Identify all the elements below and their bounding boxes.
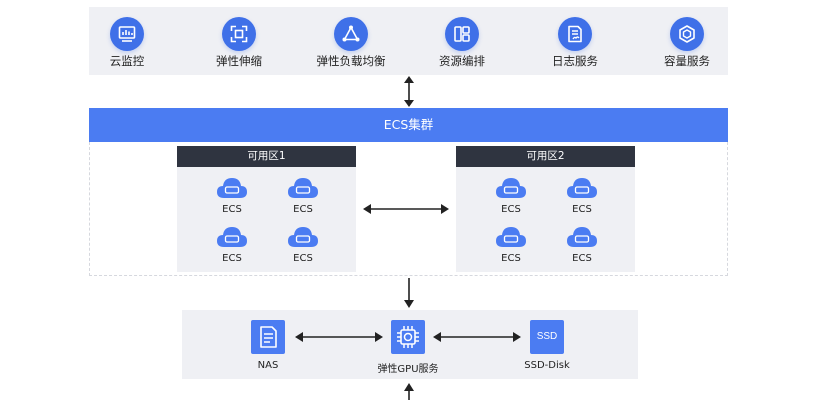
ecs-cloud-icon [288, 227, 318, 247]
ecs-cloud-icon [567, 227, 597, 247]
nas-service[interactable]: NAS [213, 310, 323, 379]
ecs-label: ECS [501, 253, 521, 264]
service-label: 日志服务 [552, 54, 598, 68]
service-cloud-monitor[interactable]: 云监控 [77, 7, 177, 75]
gpu-ssd-arrow [433, 332, 521, 342]
service-label: 云监控 [109, 54, 145, 68]
availability-zone-2: 可用区2 ECS ECS ECS ECS [456, 146, 635, 272]
ecs-instance[interactable]: ECS [481, 223, 541, 267]
scale-expand-icon [222, 17, 256, 51]
bottom-continuation-arrow [404, 383, 414, 400]
ecs-cloud-icon [496, 178, 526, 198]
ecs-instance[interactable]: ECS [552, 223, 612, 267]
ecs-cloud-icon [496, 227, 526, 247]
ecs-label: ECS [222, 253, 242, 264]
services-cluster-arrow [404, 76, 414, 107]
ecs-instance[interactable]: ECS [202, 174, 262, 218]
ecs-instance[interactable]: ECS [552, 174, 612, 218]
service-label: 资源编排 [439, 54, 485, 68]
ecs-cloud-icon [288, 178, 318, 198]
capacity-cube-icon [670, 17, 704, 51]
service-label: 弹性负载均衡 [316, 54, 386, 68]
ecs-cloud-icon [567, 178, 597, 198]
service-resource-orchestration[interactable]: 资源编排 [412, 7, 512, 75]
ssd-icon-text: SSD [536, 331, 558, 342]
load-balance-icon [334, 17, 368, 51]
storage-label: SSD-Disk [524, 360, 570, 371]
ecs-cluster-header: ECS集群 [89, 108, 728, 142]
service-label: 弹性伸缩 [216, 54, 262, 68]
zone-title: 可用区2 [456, 146, 635, 167]
cluster-storage-arrow [404, 278, 414, 308]
service-load-balancer[interactable]: 弹性负载均衡 [301, 7, 401, 75]
service-log[interactable]: 日志服务 [525, 7, 625, 75]
ecs-label: ECS [293, 253, 313, 264]
ecs-cluster-container [89, 142, 728, 276]
ecs-instance[interactable]: ECS [481, 174, 541, 218]
service-label: 容量服务 [664, 54, 710, 68]
ecs-label: ECS [293, 204, 313, 215]
resource-layout-icon [445, 17, 479, 51]
storage-label: 弹性GPU服务 [377, 364, 439, 375]
ecs-label: ECS [572, 204, 592, 215]
monitor-chart-icon [110, 17, 144, 51]
ecs-cloud-icon [217, 178, 247, 198]
ecs-label: ECS [572, 253, 592, 264]
cloud-services-bar: 云监控 弹性伸缩 弹性负载均衡 [89, 7, 728, 75]
ssd-icon: SSD [530, 320, 564, 354]
gpu-service[interactable]: 弹性GPU服务 [353, 310, 463, 379]
ecs-instance[interactable]: ECS [202, 223, 262, 267]
ecs-instance[interactable]: ECS [273, 223, 333, 267]
nas-gpu-arrow [295, 332, 383, 342]
storage-gpu-bar: NAS 弹性GPU服务 SSD [182, 310, 638, 379]
zone-sync-arrow [363, 204, 449, 214]
gpu-chip-icon [391, 320, 425, 354]
storage-label: NAS [257, 360, 279, 371]
ecs-cloud-icon [217, 227, 247, 247]
ecs-instance[interactable]: ECS [273, 174, 333, 218]
log-document-icon [558, 17, 592, 51]
ecs-label: ECS [501, 204, 521, 215]
ssd-disk-service[interactable]: SSD SSD-Disk [492, 310, 602, 379]
availability-zone-1: 可用区1 ECS ECS ECS ECS [177, 146, 356, 272]
service-capacity[interactable]: 容量服务 [637, 7, 737, 75]
document-icon [251, 320, 285, 354]
zone-title: 可用区1 [177, 146, 356, 167]
ecs-label: ECS [222, 204, 242, 215]
service-auto-scaling[interactable]: 弹性伸缩 [189, 7, 289, 75]
